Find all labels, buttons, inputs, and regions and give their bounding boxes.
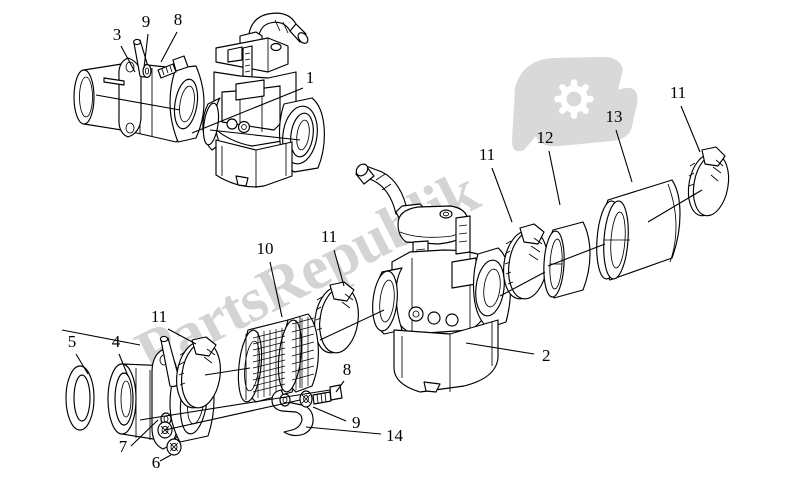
gear-icon (554, 79, 594, 119)
part-clamp-11b (687, 146, 730, 217)
part-screw-8-bottom (312, 384, 343, 405)
callout-label: 2 (542, 346, 551, 365)
part-intake-manifold-upper (73, 57, 205, 143)
callout-11-d: 11 (151, 307, 197, 345)
part-clamp-11d (176, 336, 221, 409)
callout-11-a: 11 (479, 145, 513, 223)
callout-label: 6 (152, 453, 161, 472)
callout-label: 9 (142, 12, 151, 31)
callout-6: 6 (152, 453, 172, 472)
callout-label: 11 (151, 307, 167, 326)
part-washer-small-top (142, 63, 152, 79)
callout-label: 10 (257, 239, 274, 258)
callout-label: 9 (352, 413, 361, 432)
part-sleeve-12 (543, 221, 591, 299)
callout-label: 11 (479, 145, 495, 164)
callout-4: 4 (112, 332, 129, 377)
leader-lines (61, 94, 703, 431)
callout-label: 11 (670, 83, 686, 102)
callout-11-b: 11 (670, 83, 701, 153)
part-carburettor-lower (355, 163, 512, 393)
part-gasket-ring-5 (65, 365, 95, 431)
callout-label: 11 (321, 227, 337, 246)
callout-5: 5 (68, 332, 89, 375)
part-clamp-11c (314, 281, 359, 354)
part-carburettor-upper (202, 12, 325, 188)
callout-label: 5 (68, 332, 77, 351)
callout-label: 13 (606, 107, 623, 126)
part-washer-9-bottom (299, 390, 313, 408)
callout-11-c: 11 (321, 227, 345, 287)
callout-7: 7 (119, 419, 159, 456)
callout-14: 14 (305, 426, 404, 445)
callout-2: 2 (465, 342, 551, 365)
callout-label: 4 (112, 332, 121, 351)
callout-13: 13 (606, 107, 633, 183)
filter-mesh-texture (252, 317, 315, 398)
callout-label: 8 (343, 360, 352, 379)
callout-label: 1 (306, 68, 315, 87)
callout-label: 12 (537, 128, 554, 147)
part-air-filter-10 (237, 313, 319, 403)
callout-12: 12 (537, 128, 561, 206)
callout-8-bottom: 8 (335, 360, 352, 393)
callout-1: 1 (191, 68, 315, 134)
callout-label: 14 (386, 426, 404, 445)
callout-9-top: 9 (142, 12, 151, 69)
part-clamp-11a (503, 223, 548, 300)
callout-label: 3 (113, 25, 122, 44)
callouts: 1 3 9 8 11 12 (68, 10, 701, 472)
callout-10: 10 (257, 239, 283, 318)
callout-label: 7 (119, 437, 128, 456)
watermark-logo (512, 56, 638, 152)
callout-label: 8 (174, 10, 183, 29)
callout-9-bottom: 9 (312, 406, 361, 432)
part-screw-top (157, 55, 189, 79)
part-nut-6 (166, 438, 182, 456)
part-hose-13 (596, 179, 681, 281)
callout-8-top: 8 (160, 10, 183, 63)
callout-3: 3 (113, 25, 136, 73)
